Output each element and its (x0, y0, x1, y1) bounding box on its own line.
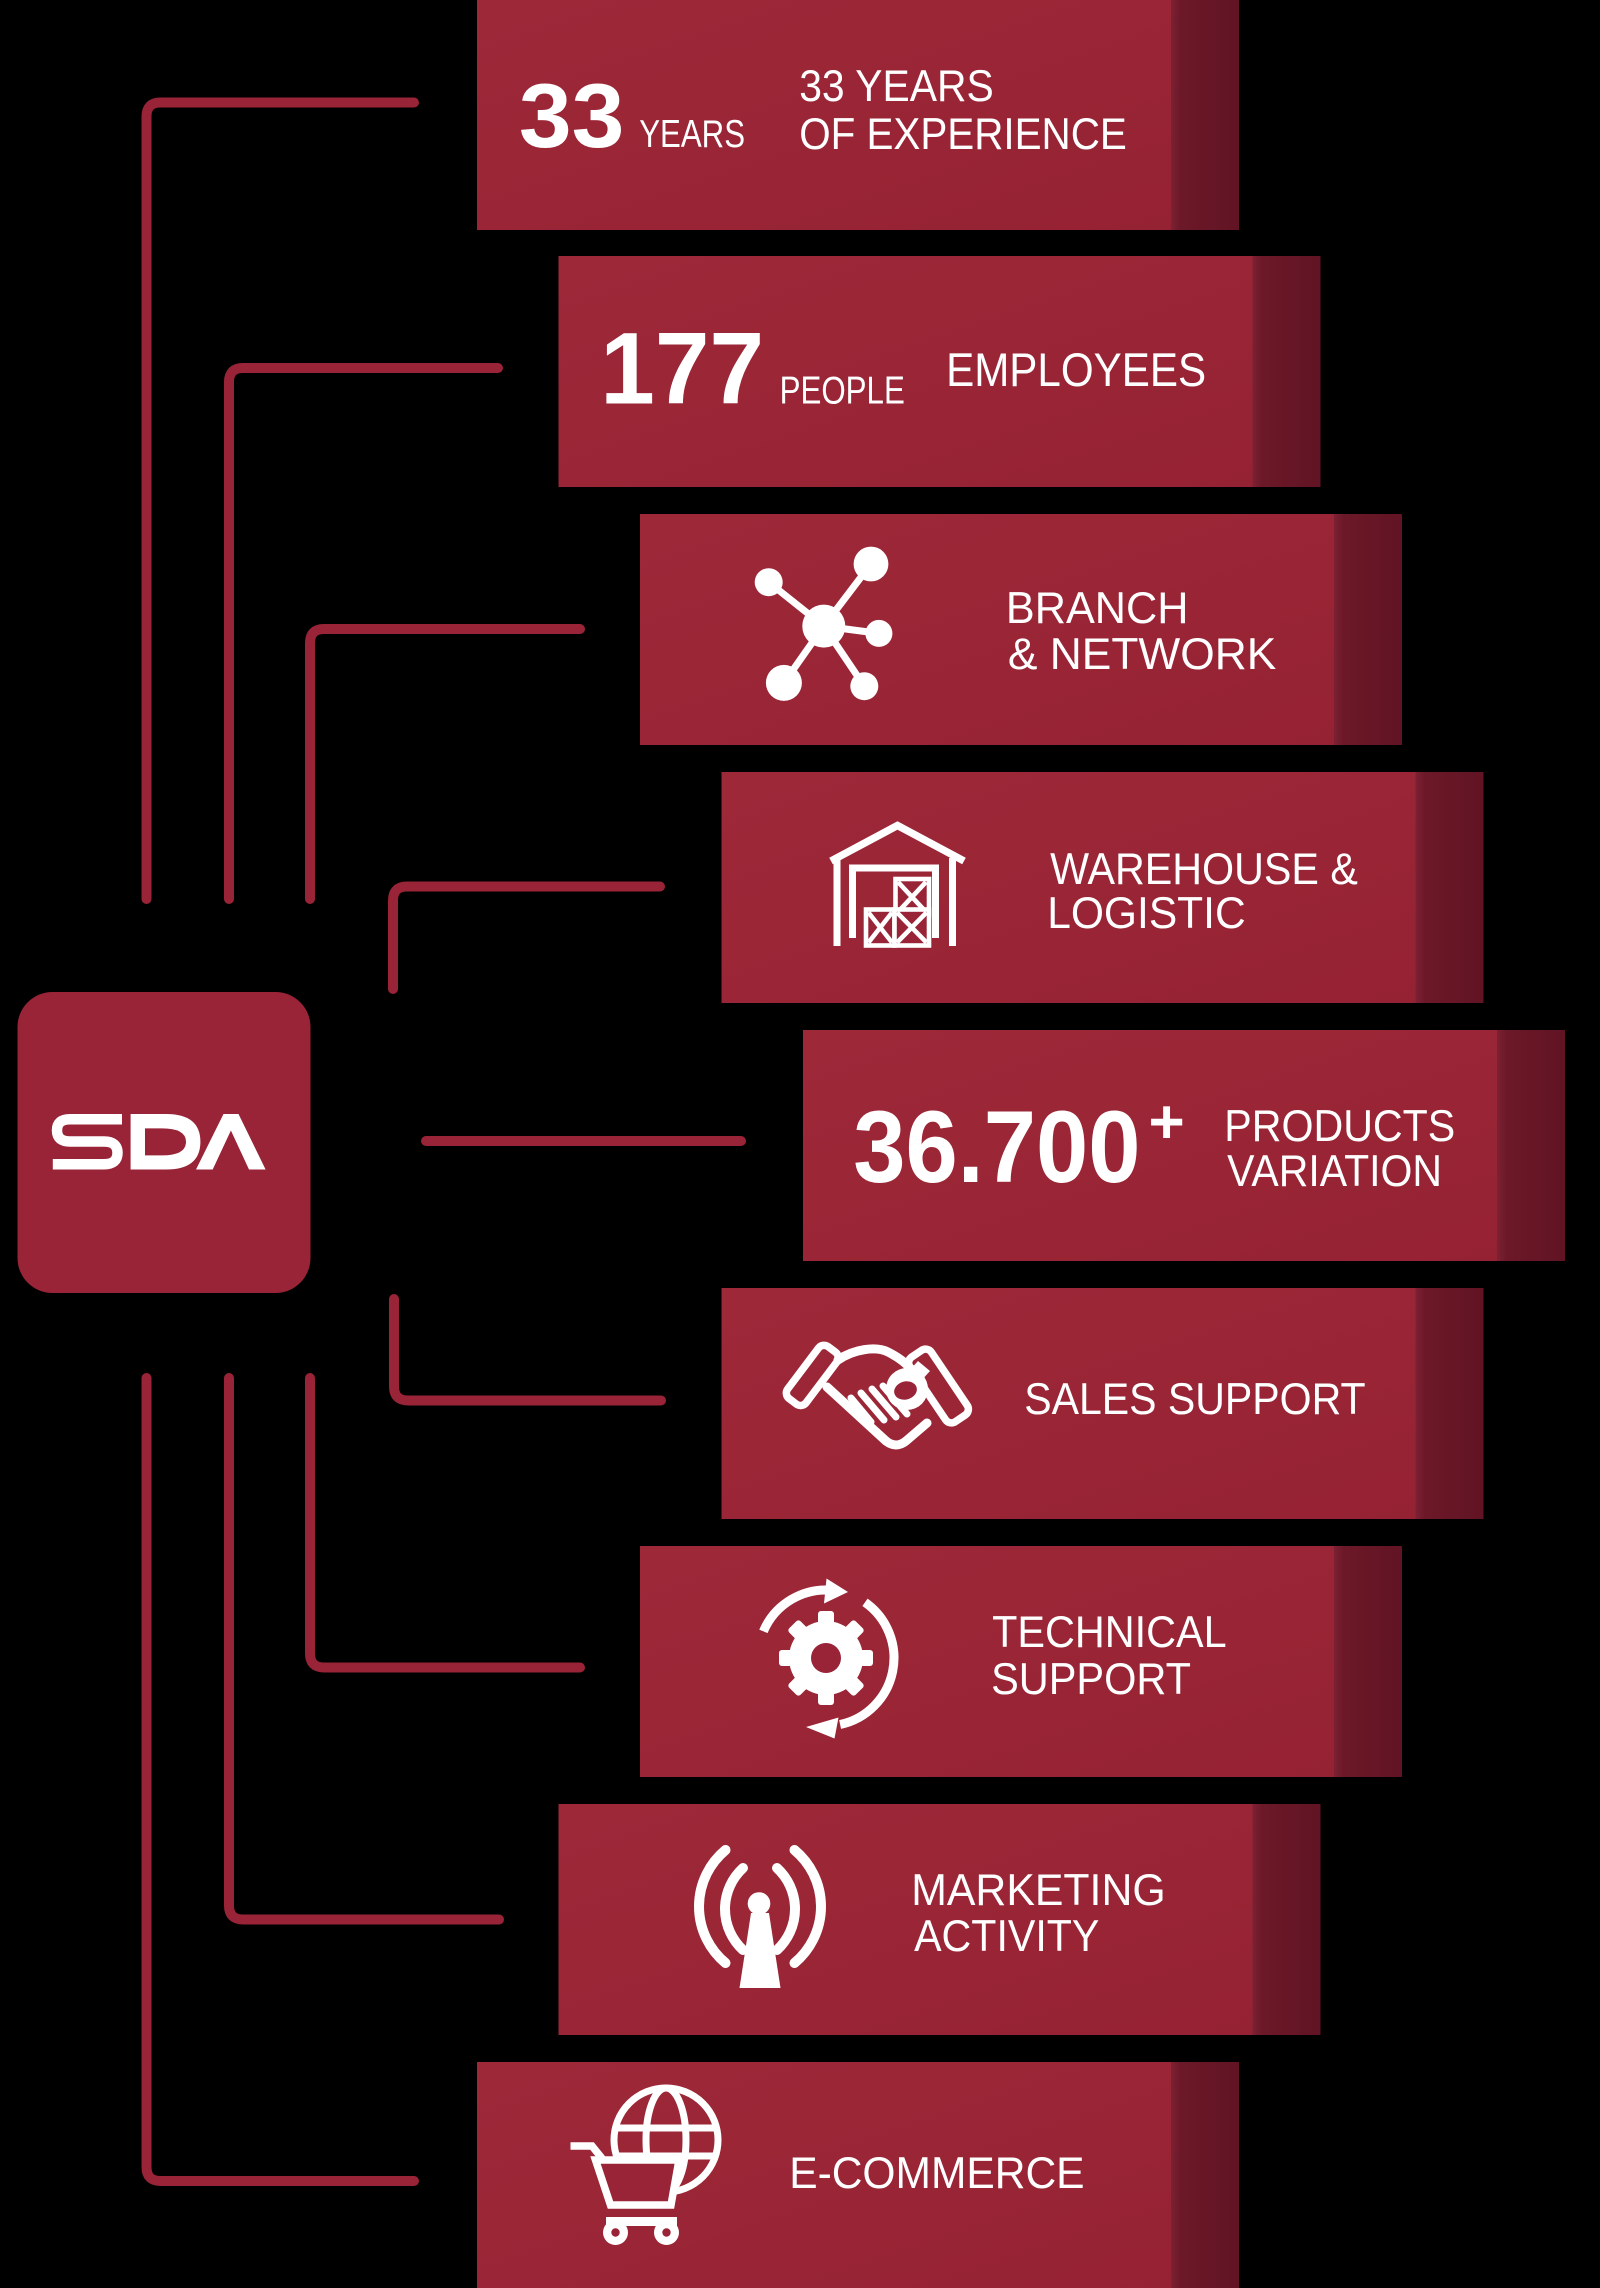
svg-text:ACTIVITY: ACTIVITY (914, 1912, 1099, 1962)
svg-text:PRODUCTS: PRODUCTS (1224, 1102, 1455, 1152)
svg-text:36.700: 36.700 (853, 1089, 1140, 1203)
svg-text:33 YEARS: 33 YEARS (799, 61, 994, 111)
svg-text:PEOPLE: PEOPLE (780, 369, 905, 412)
svg-text:SUPPORT: SUPPORT (991, 1655, 1191, 1705)
svg-text:MARKETING: MARKETING (911, 1865, 1165, 1915)
svg-text:177: 177 (600, 312, 764, 426)
svg-text:TECHNICAL: TECHNICAL (992, 1608, 1227, 1658)
svg-text:YEARS: YEARS (639, 113, 745, 156)
svg-text:BRANCH: BRANCH (1006, 583, 1189, 633)
svg-text:LOGISTIC: LOGISTIC (1047, 889, 1245, 938)
svg-text:OF EXPERIENCE: OF EXPERIENCE (799, 110, 1127, 159)
svg-text:VARIATION: VARIATION (1227, 1146, 1442, 1196)
svg-text:+: + (1149, 1088, 1185, 1157)
svg-text:SALES SUPPORT: SALES SUPPORT (1024, 1375, 1365, 1425)
svg-text:E-COMMERCE: E-COMMERCE (789, 2149, 1084, 2198)
svg-text:& NETWORK: & NETWORK (1008, 630, 1277, 679)
svg-text:EMPLOYEES: EMPLOYEES (946, 345, 1206, 397)
svg-text:33: 33 (519, 65, 624, 167)
svg-text:WAREHOUSE &: WAREHOUSE & (1050, 845, 1358, 895)
